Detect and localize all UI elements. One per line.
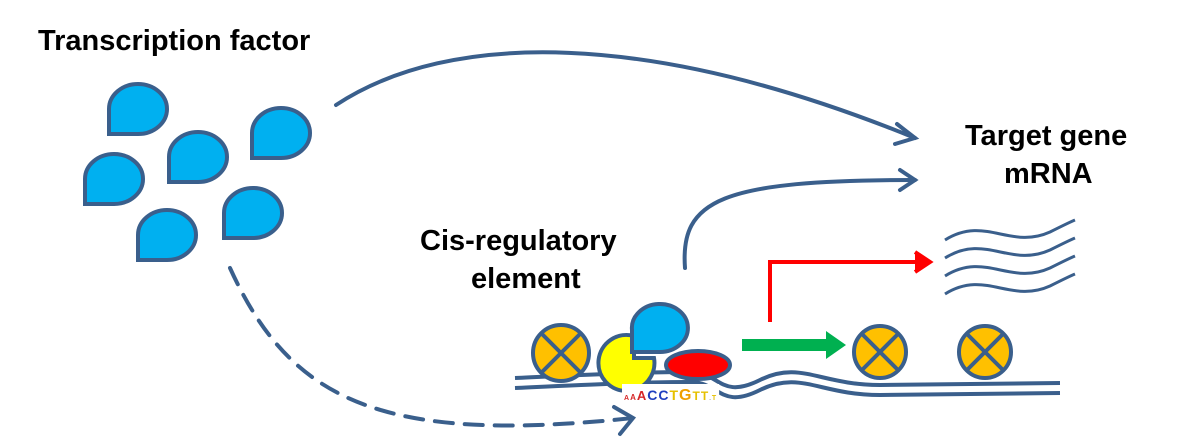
motif-letter: C <box>658 387 668 403</box>
nucleosome-icon <box>957 324 1013 380</box>
mrna-strands <box>944 218 1076 296</box>
transcription-factor-label: Transcription factor <box>38 25 310 57</box>
motif-letter: . <box>709 396 711 402</box>
nucleosome-icon <box>852 324 908 380</box>
motif-logo-bg <box>622 384 720 402</box>
arrowhead-icon <box>893 122 920 146</box>
tf-drop-icon <box>83 152 145 206</box>
target-gene-label: Target gene <box>965 120 1127 152</box>
bound-tf-icon <box>629 302 690 354</box>
motif-letter: A <box>624 395 629 402</box>
arrowhead-icon <box>612 405 637 436</box>
tf-drop-icon <box>167 130 229 184</box>
transcription-factor-group <box>83 82 312 262</box>
mrna-label: mRNA <box>1004 158 1093 190</box>
cis-regulatory-label: Cis-regulatory <box>420 225 617 257</box>
motif-letter: T <box>693 389 701 403</box>
motif-letter: T <box>669 387 678 403</box>
element-label: element <box>471 263 581 295</box>
activation-arrow <box>742 331 846 359</box>
repressor-icon <box>664 349 732 381</box>
motif-letter: T <box>701 389 709 403</box>
nucleosome-icon <box>531 323 591 383</box>
tf-binding-dashed-arrow <box>228 266 635 428</box>
tf-drop-icon <box>250 106 312 160</box>
motif-letter: G <box>679 387 691 404</box>
tf-drop-icon <box>222 186 284 240</box>
motif-letter: A <box>637 388 647 403</box>
arrowhead-icon <box>898 168 919 192</box>
motif-letter: C <box>647 387 657 403</box>
transcription-start-arrow <box>768 250 934 322</box>
tf-drop-icon <box>136 208 198 262</box>
tf-drop-icon <box>107 82 169 136</box>
tf-to-mrna-arrow <box>334 50 917 140</box>
cofactor-icon <box>596 332 657 393</box>
cre-to-mrna-arrow <box>682 178 917 270</box>
motif-letter: T <box>712 395 717 402</box>
motif-letter: A <box>630 393 636 402</box>
